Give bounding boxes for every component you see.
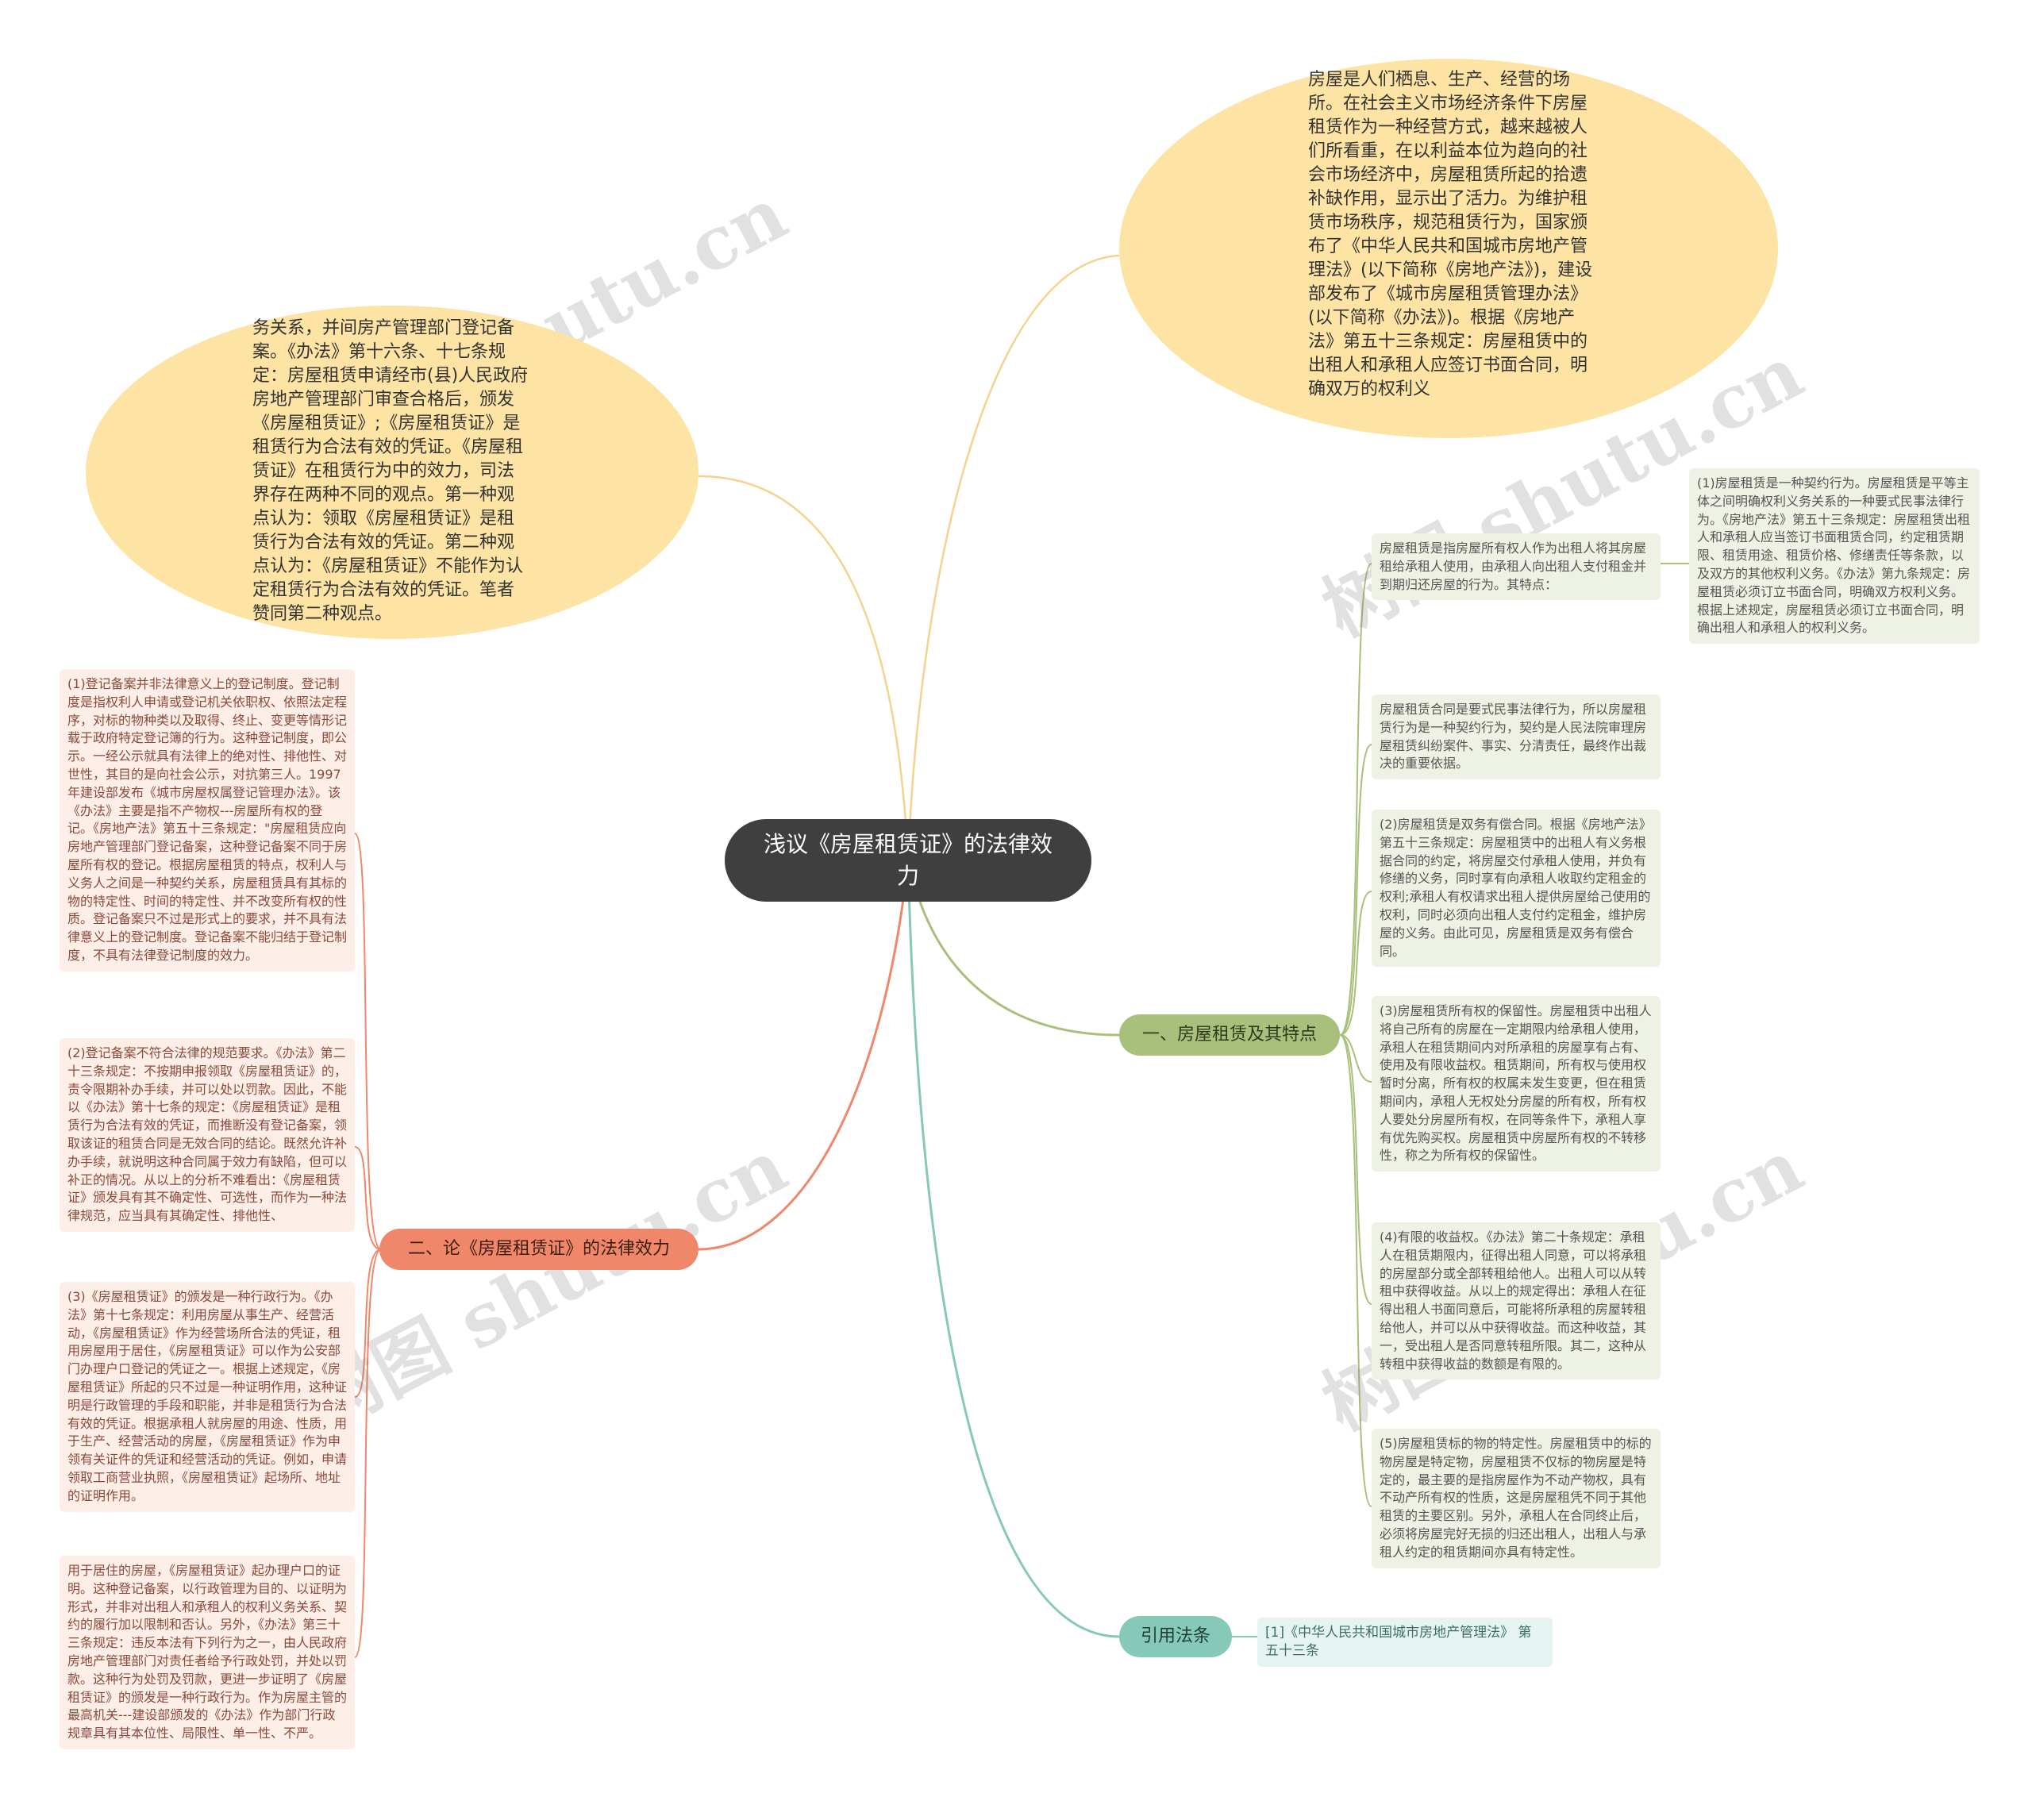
branch-certificate-effect-label: 二、论《房屋租赁证》的法律效力 bbox=[407, 1239, 670, 1259]
leaf-cited-article[interactable]: [1]《中华人民共和国城市房地产管理法》 第五十三条 bbox=[1257, 1618, 1553, 1667]
link-two-leaf-2 bbox=[354, 1146, 382, 1250]
link-one-leaf-2 bbox=[1339, 744, 1372, 1036]
leaf-registration-nonconforming[interactable]: (2)登记备案不符合法律的规范要求。《办法》第二十三条规定：不按期申报领取《房屋… bbox=[60, 1038, 355, 1232]
leaf-formal-act[interactable]: 房屋租赁合同是要式民事法律行为，所以房屋租赁行为是一种契约行为，契约是人民法院审… bbox=[1372, 695, 1661, 780]
link-root-branch-one bbox=[906, 860, 1120, 1037]
branch-rental-features[interactable]: 一、房屋租赁及其特点 bbox=[1119, 1014, 1340, 1056]
link-two-leaf-4 bbox=[354, 1249, 382, 1658]
leaf-specific-object[interactable]: (5)房屋租赁标的物的特定性。房屋租赁中的标的物房屋是特定物，房屋租赁不仅标的物… bbox=[1372, 1429, 1661, 1568]
link-one-leaf-5 bbox=[1339, 1034, 1372, 1305]
bubble-intro-text: 房屋是人们栖息、生产、经营的场所。在社会主义市场经济条件下房屋租赁作为一种经营方… bbox=[1308, 70, 1593, 399]
link-root-branch-ref bbox=[906, 860, 1120, 1638]
leaf-contract-act[interactable]: (1)房屋租赁是一种契约行为。房屋租赁是平等主体之间明确权利义务关系的一种要式民… bbox=[1689, 468, 1980, 645]
branch-certificate-effect[interactable]: 二、论《房屋租赁证》的法律效力 bbox=[379, 1229, 698, 1270]
link-root-bubble-right bbox=[906, 254, 1120, 861]
leaf-ownership-retained[interactable]: (3)房屋租赁所有权的保留性。房屋租赁中出租人将自己所有的房屋在一定期限内给承租… bbox=[1372, 996, 1661, 1172]
link-root-bubble-left bbox=[698, 475, 910, 861]
link-one-leaf-6 bbox=[1339, 1034, 1372, 1507]
leaf-residential-use[interactable]: 用于居住的房屋，《房屋租赁证》起办理户口的证明。这种登记备案，以行政管理为目的、… bbox=[60, 1556, 355, 1749]
link-two-leaf-1 bbox=[354, 833, 382, 1250]
leaf-bilateral[interactable]: (2)房屋租赁是双务有偿合同。根据《房地产法》第五十三条规定：房屋租赁中的出租人… bbox=[1372, 810, 1661, 968]
link-one-leaf-4 bbox=[1339, 1034, 1372, 1083]
link-one-leaf-1 bbox=[1339, 563, 1372, 1036]
branch-cited-law[interactable]: 引用法条 bbox=[1119, 1616, 1232, 1657]
root-topic[interactable]: 浅议《房屋租赁证》的法律效力 bbox=[725, 819, 1091, 902]
bubble-continuation[interactable]: 务关系，并间房产管理部门登记备案。《办法》第十六条、十七条规定：房屋租赁申请经市… bbox=[86, 306, 698, 639]
bubble-continuation-text: 务关系，并间房产管理部门登记备案。《办法》第十六条、十七条规定：房屋租赁申请经市… bbox=[252, 318, 529, 624]
branch-rental-features-label: 一、房屋租赁及其特点 bbox=[1141, 1025, 1317, 1045]
root-title: 浅议《房屋租赁证》的法律效力 bbox=[763, 831, 1053, 889]
leaf-rental-definition[interactable]: 房屋租赁是指房屋所有权人作为出租人将其房屋租给承租人使用，由承租人向出租人支付租… bbox=[1372, 533, 1661, 601]
branch-cited-law-label: 引用法条 bbox=[1140, 1626, 1210, 1646]
leaf-registration-not-legal[interactable]: (1)登记备案并非法律意义上的登记制度。登记制度是指权利人申请或登记机关依职权、… bbox=[60, 669, 355, 972]
leaf-administrative-act[interactable]: (3)《房屋租赁证》的颁发是一种行政行为。《办法》第十七条规定：利用房屋从事生产… bbox=[60, 1282, 355, 1512]
leaf-limited-income[interactable]: (4)有限的收益权。《办法》第二十条规定：承租人在租赁期限内，征得出租人同意，可… bbox=[1372, 1222, 1661, 1380]
link-one-leaf-3 bbox=[1339, 891, 1372, 1036]
link-root-branch-two bbox=[698, 860, 910, 1251]
link-two-leaf-3 bbox=[354, 1249, 382, 1398]
bubble-intro[interactable]: 房屋是人们栖息、生产、经营的场所。在社会主义市场经济条件下房屋租赁作为一种经营方… bbox=[1119, 59, 1778, 438]
